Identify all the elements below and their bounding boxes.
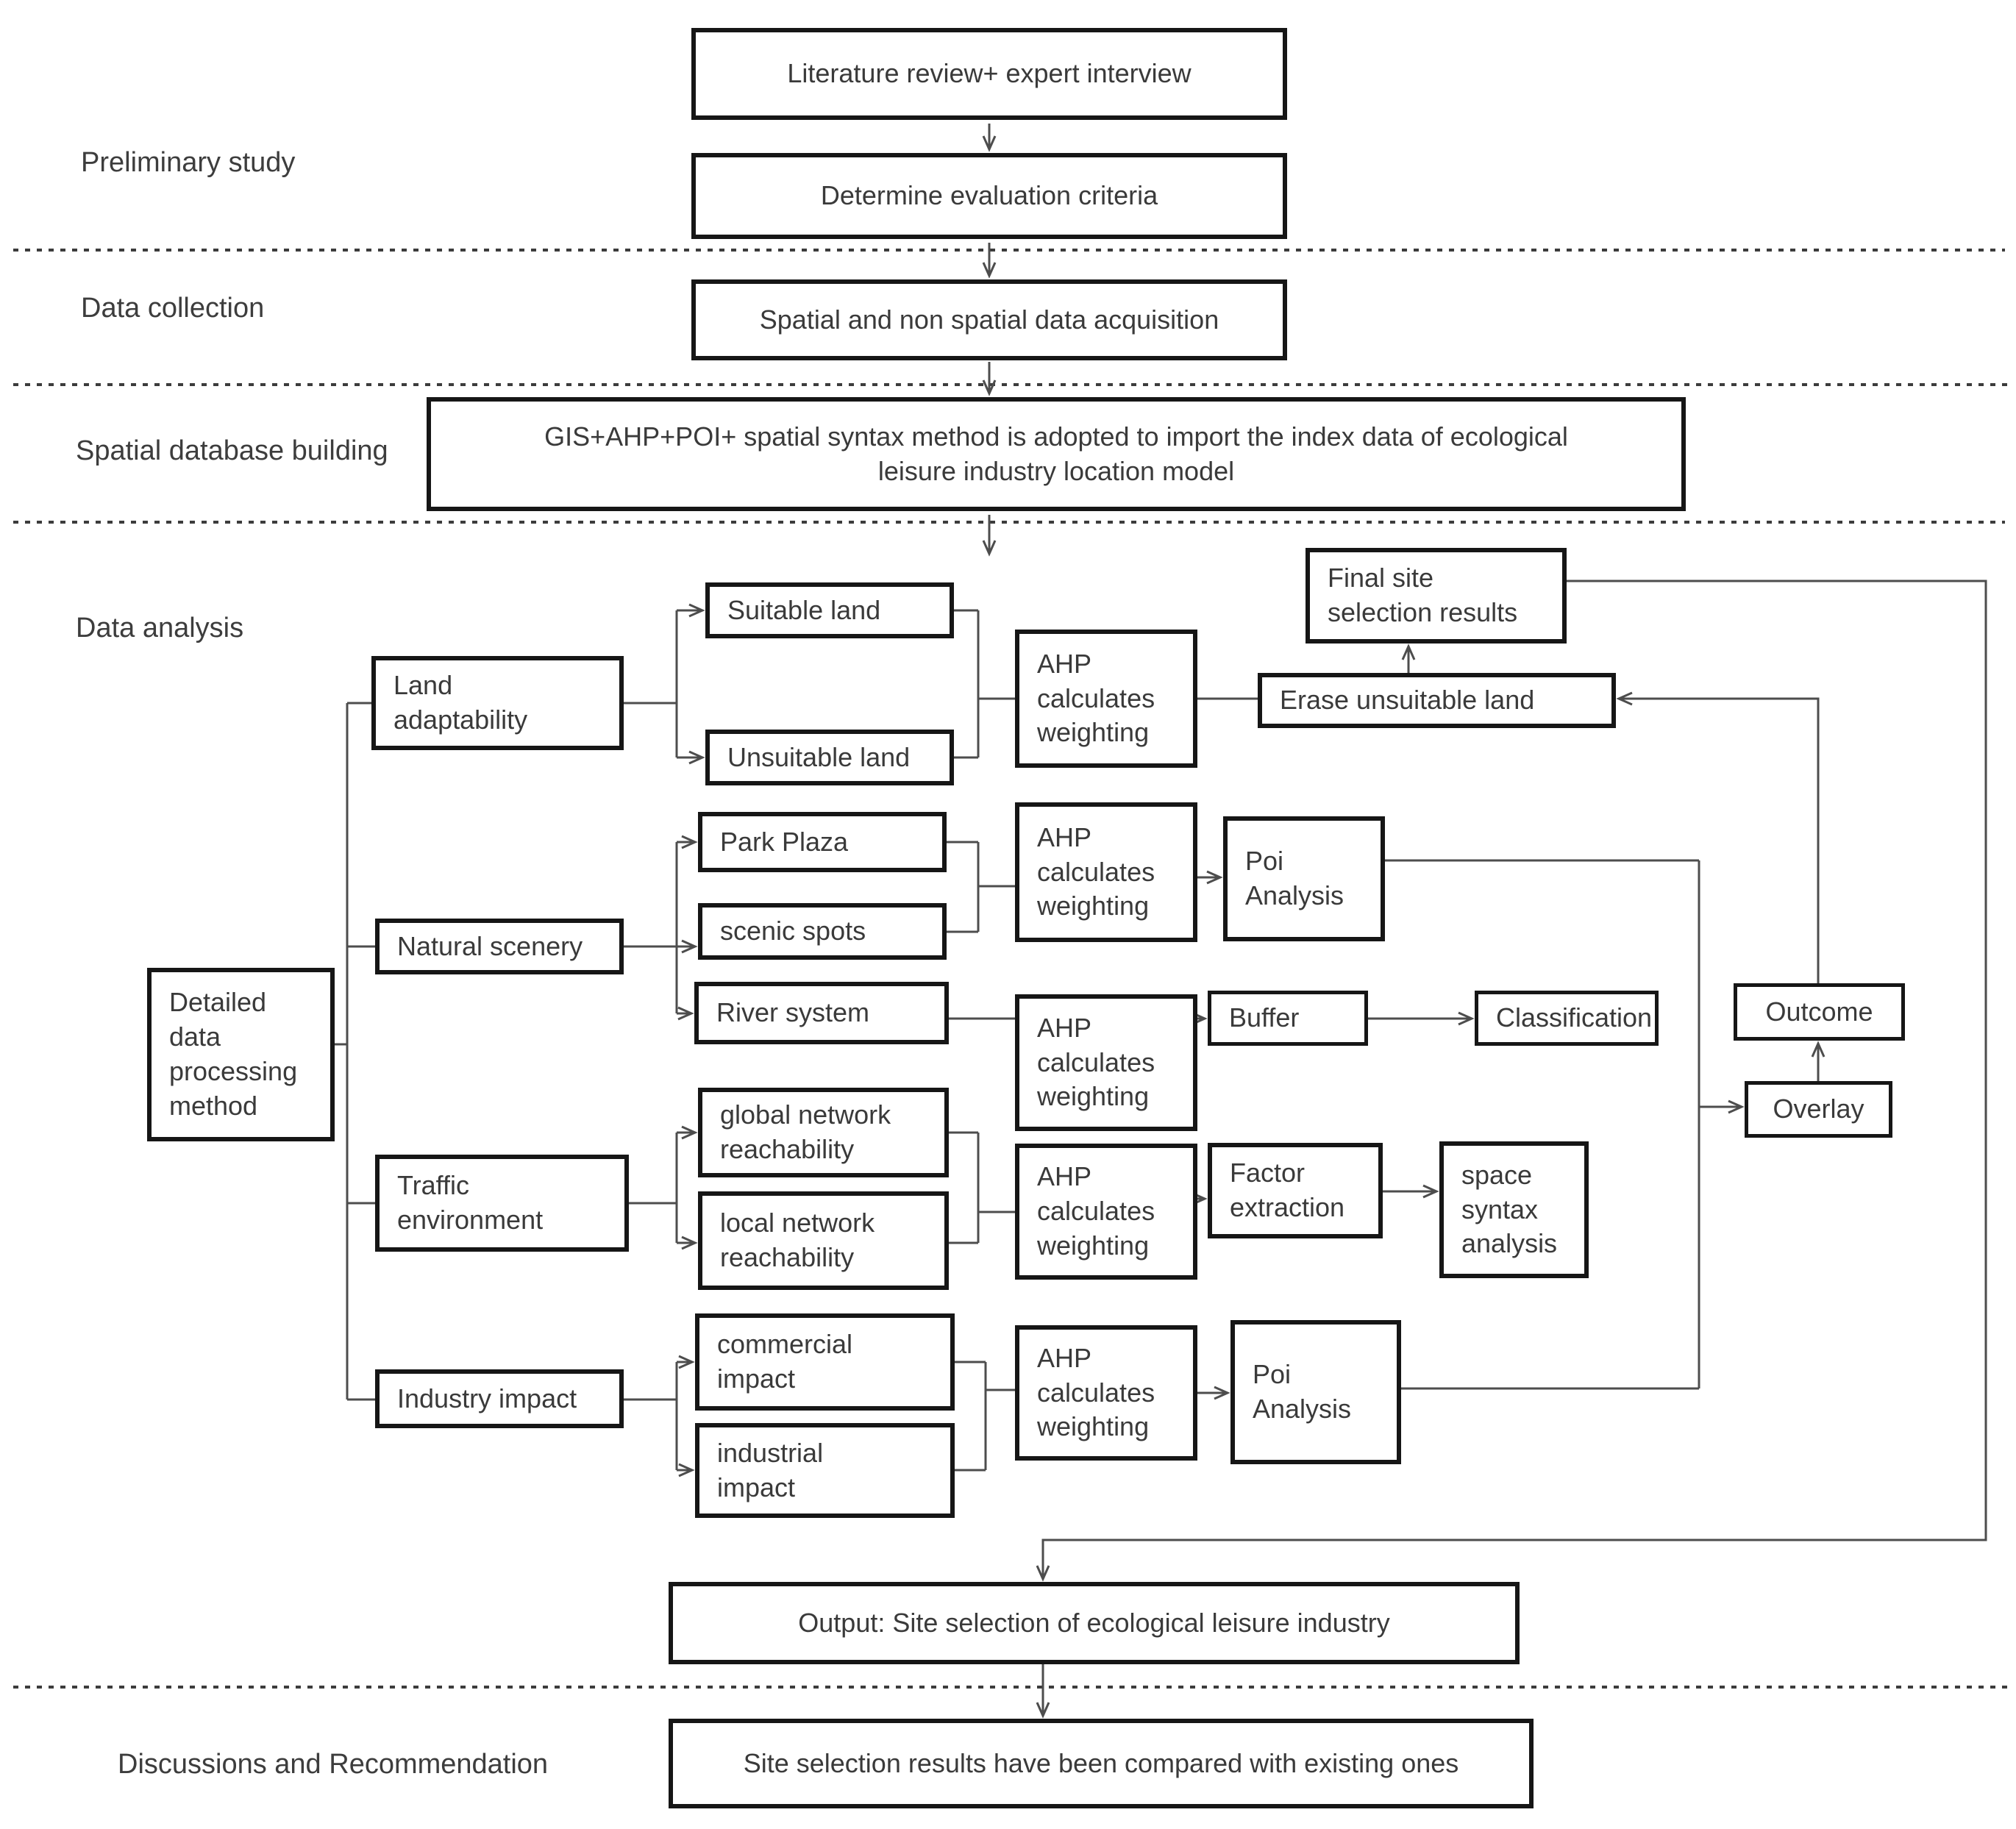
stage-label-discussions-recommendation: Discussions and Recommendation: [118, 1749, 549, 1780]
flow-node-factor-extraction: Factor extraction: [1208, 1143, 1383, 1238]
flow-node-determine-criteria: Determine evaluation criteria: [691, 153, 1287, 239]
flow-node-commercial-impact: commercial impact: [695, 1313, 955, 1411]
flow-node-data-acquisition: Spatial and non spatial data acquisition: [691, 279, 1287, 360]
stage-separator-lines: [13, 249, 2013, 1689]
stage-label-spatial-database-building: Spatial database building: [76, 435, 388, 466]
arrow-connectors: [677, 124, 1987, 1719]
flow-node-ahp-weighting-land: AHP calculates weighting: [1015, 630, 1197, 768]
flow-node-gis-method: GIS+AHP+POI+ spatial syntax method is ad…: [427, 397, 1686, 511]
flow-node-suitable-land: Suitable land: [705, 582, 954, 638]
stage-label-preliminary-study: Preliminary study: [81, 147, 296, 178]
flow-node-unsuitable-land: Unsuitable land: [705, 730, 954, 785]
flow-node-final-site-selection: Final site selection results: [1306, 548, 1567, 643]
flow-node-river-system: River system: [694, 982, 949, 1044]
flow-node-natural-scenery: Natural scenery: [375, 919, 624, 974]
flow-node-buffer: Buffer: [1208, 991, 1368, 1046]
flow-node-traffic-environment: Traffic environment: [375, 1155, 629, 1252]
flow-node-scenic-spots: scenic spots: [698, 903, 947, 960]
flow-node-ahp-weighting-river: AHP calculates weighting: [1015, 994, 1197, 1131]
stage-label-data-collection: Data collection: [81, 293, 265, 324]
flow-node-erase-unsuitable-land: Erase unsuitable land: [1258, 673, 1616, 728]
flow-node-classification: Classification: [1475, 991, 1659, 1046]
flow-node-poi-analysis-industry: Poi Analysis: [1230, 1320, 1401, 1464]
flow-node-outcome: Outcome: [1734, 983, 1905, 1041]
flow-node-global-network-reachability: global network reachability: [698, 1088, 949, 1177]
flow-node-industry-impact: Industry impact: [375, 1369, 624, 1428]
flow-node-ahp-weighting-industry: AHP calculates weighting: [1015, 1325, 1197, 1461]
flow-node-local-network-reachability: local network reachability: [698, 1191, 949, 1290]
flow-node-poi-analysis-scenery: Poi Analysis: [1223, 816, 1385, 941]
flow-node-literature-review: Literature review+ expert interview: [691, 28, 1287, 120]
flow-node-park-plaza: Park Plaza: [698, 812, 947, 872]
flow-node-ahp-weighting-scenery: AHP calculates weighting: [1015, 802, 1197, 942]
flow-node-detailed-method: Detailed data processing method: [147, 968, 335, 1141]
flow-node-land-adaptability: Land adaptability: [371, 656, 624, 750]
flow-node-industrial-impact: industrial impact: [695, 1423, 955, 1518]
flow-node-output-site-selection: Output: Site selection of ecological lei…: [669, 1582, 1520, 1664]
flow-node-ahp-weighting-traffic: AHP calculates weighting: [1015, 1144, 1197, 1280]
flow-node-overlay: Overlay: [1745, 1081, 1892, 1138]
flow-node-space-syntax-analysis: space syntax analysis: [1439, 1141, 1589, 1278]
stage-label-data-analysis: Data analysis: [76, 613, 244, 643]
flow-node-comparison-result: Site selection results have been compare…: [669, 1719, 1534, 1808]
plain-connectors: [335, 609, 1700, 1472]
